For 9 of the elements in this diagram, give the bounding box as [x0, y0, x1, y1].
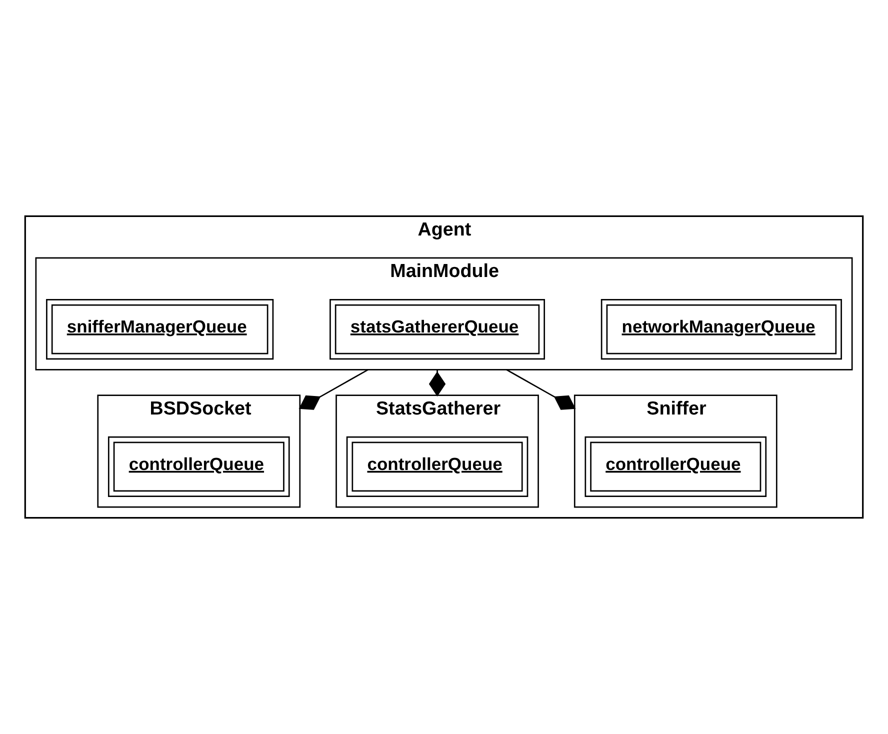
connector	[298, 369, 368, 410]
node-box: controllerQueue	[584, 436, 767, 497]
connector	[506, 369, 576, 410]
node-box: snifferManagerQueue	[46, 298, 274, 360]
connector	[428, 370, 446, 396]
node-box: controllerQueue	[108, 436, 290, 497]
node-box: networkManagerQueue	[600, 298, 842, 360]
node-box: statsGathererQueue	[330, 298, 545, 360]
node-box: controllerQueue	[346, 436, 528, 497]
